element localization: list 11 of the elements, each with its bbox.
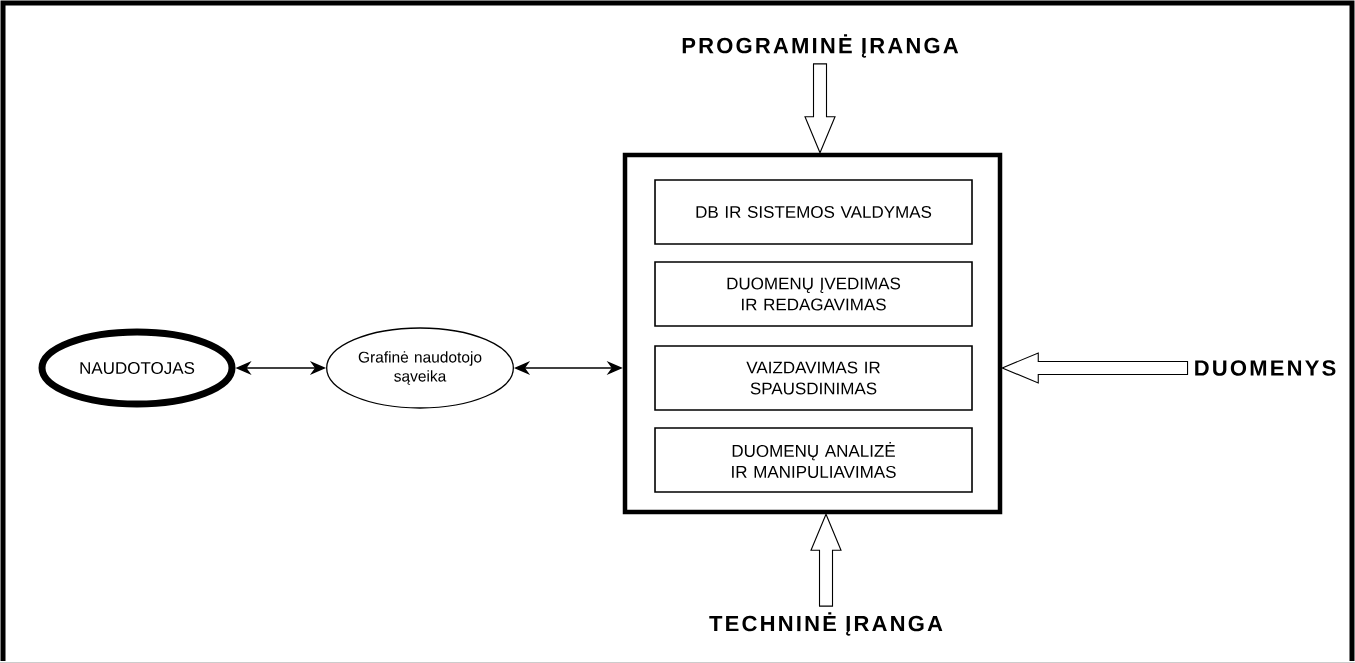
system-box	[622, 152, 1003, 515]
heading-text: PROGRAMINĖ ĮRANGA	[682, 34, 959, 58]
function-box: DB IR SISTEMOS VALDYMAS	[654, 179, 973, 245]
heading-text: DUOMENYS	[1195, 360, 1336, 376]
block-arrow	[804, 63, 836, 155]
function-box: DUOMENŲ ANALIZĖ IR MANIPULIAVIMAS	[654, 427, 973, 493]
heading-text: TECHNINĖ ĮRANGA	[709, 612, 943, 636]
block-arrow	[1000, 352, 1189, 384]
block-arrow	[810, 512, 842, 607]
function-box: DUOMENŲ ĮVEDIMAS IR REDAGAVIMAS	[654, 261, 973, 327]
function-box: VAIZDAVIMAS IR SPAUSDINIMAS	[654, 345, 973, 411]
